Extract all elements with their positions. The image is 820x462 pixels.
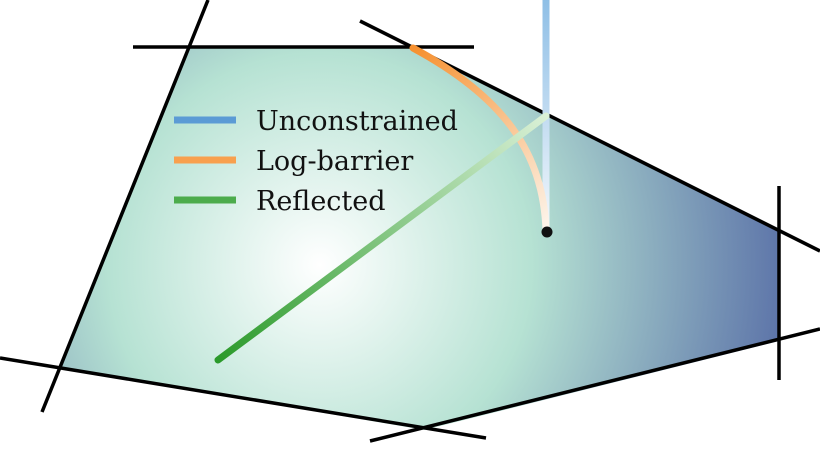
constraint-line-bottom bbox=[0, 356, 487, 440]
constraint-line-upper-left bbox=[40, 0, 210, 413]
reflected-trajectory bbox=[214, 112, 550, 364]
log-barrier-trajectory bbox=[409, 44, 550, 236]
start-point bbox=[541, 226, 553, 238]
constraint-line-lower-right bbox=[369, 327, 820, 443]
legend-label-reflected: Reflected bbox=[256, 186, 386, 217]
legend-label-unconstrained: Unconstrained bbox=[256, 106, 458, 137]
legend-label-log-barrier: Log-barrier bbox=[256, 146, 413, 177]
feasible-region bbox=[60, 47, 779, 430]
legend: Unconstrained Log-barrier Reflected bbox=[174, 106, 458, 217]
